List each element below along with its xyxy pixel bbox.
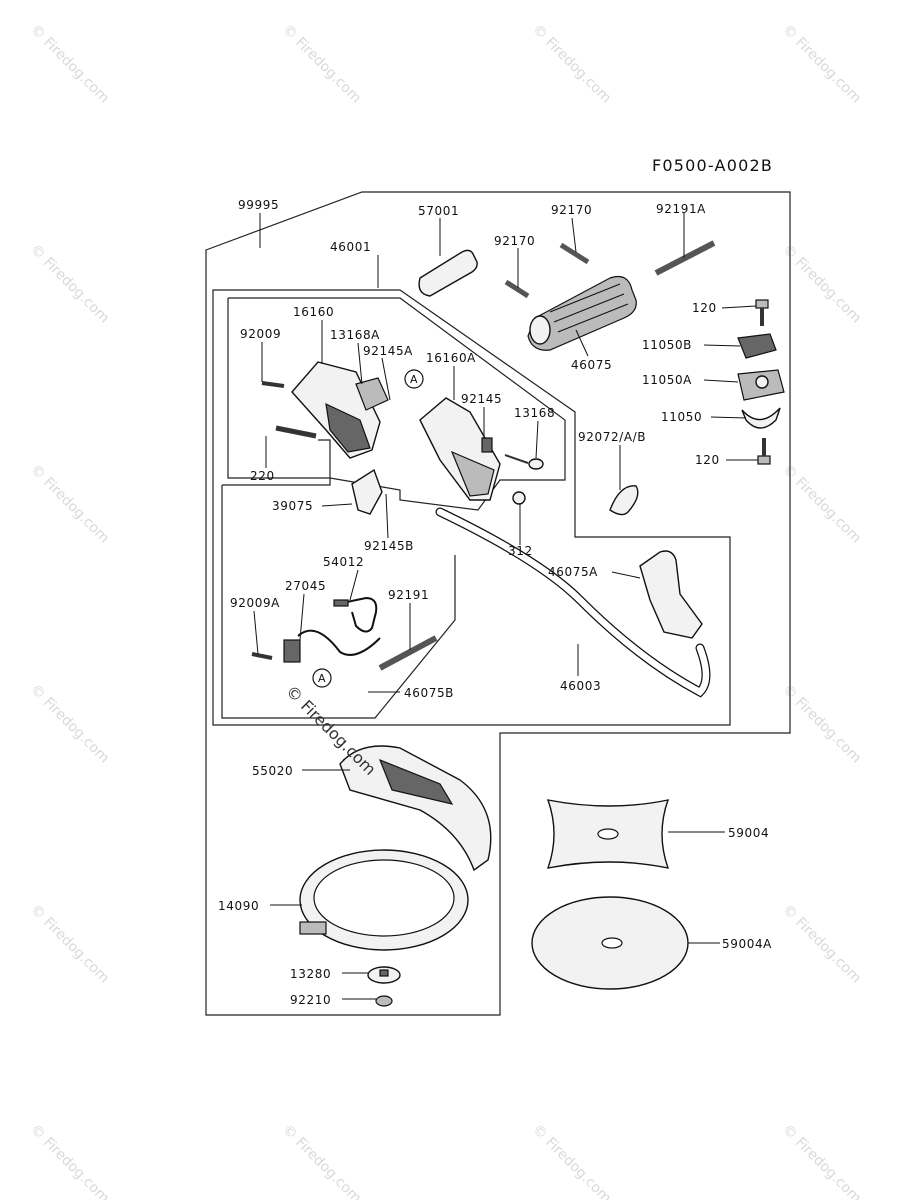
label-46075: 46075 <box>571 358 612 372</box>
label-92210: 92210 <box>290 993 331 1007</box>
lever-39075 <box>351 468 383 515</box>
watermark: © Firedog.com <box>279 1122 364 1200</box>
nut-312 <box>512 491 526 505</box>
label-39075: 39075 <box>272 499 313 513</box>
watermark: © Firedog.com <box>27 462 112 547</box>
watermark: © Firedog.com <box>779 462 864 547</box>
label-57001: 57001 <box>418 204 459 218</box>
label-92170: 92170 <box>494 234 535 248</box>
label-92145A: 92145A <box>363 344 413 358</box>
part-13168A <box>355 377 389 411</box>
screw-92009 <box>261 381 285 388</box>
ref-marker-label: A <box>318 672 326 685</box>
switch-wire-27045 <box>283 629 381 663</box>
label-46075B: 46075B <box>404 686 454 700</box>
label-92191: 92191 <box>388 588 429 602</box>
watermark: © Firedog.com <box>779 682 864 767</box>
blade-59004 <box>546 799 670 869</box>
leader-lines <box>253 213 758 1000</box>
inline-watermark: © Firedog.com <box>282 681 380 779</box>
pin-92170-a <box>559 242 590 265</box>
label-13168A: 13168A <box>330 328 380 342</box>
part-labels: 99995 57001 92170 92170 92191A 46001 161… <box>218 198 772 1007</box>
clamp-11050B <box>737 333 777 359</box>
cable-54012 <box>333 596 378 633</box>
handlebar-46003 <box>435 507 711 698</box>
watermark: © Firedog.com <box>779 902 864 987</box>
ref-marker-label: A <box>410 373 418 386</box>
cup-13280 <box>367 966 401 984</box>
clamp-11050 <box>741 407 781 429</box>
label-54012: 54012 <box>323 555 364 569</box>
label-120: 120 <box>692 301 717 315</box>
label-92009: 92009 <box>240 327 281 341</box>
housing-16160A <box>419 397 501 501</box>
bolt-220 <box>275 425 317 439</box>
watermark: © Firedog.com <box>529 22 614 107</box>
label-92072: 92072/A/B <box>578 430 646 444</box>
label-46075A: 46075A <box>548 565 598 579</box>
ref-marker-a-top: A <box>404 369 424 389</box>
bolt-92191A <box>654 240 716 276</box>
watermark: © Firedog.com <box>779 1122 864 1200</box>
part-13168 <box>504 454 544 470</box>
bolt-92191 <box>378 635 438 671</box>
label-92145B: 92145B <box>364 539 414 553</box>
ref-marker-a-bottom: A <box>312 668 332 688</box>
plug-57001 <box>418 249 478 297</box>
harness-subassembly-boundary <box>221 439 456 719</box>
band-92072 <box>609 485 639 516</box>
handle-assembly-boundary <box>212 289 731 726</box>
label-92145: 92145 <box>461 392 502 406</box>
label-13280: 13280 <box>290 967 331 981</box>
watermark: © Firedog.com <box>779 242 864 327</box>
pin-92170-b <box>504 279 530 299</box>
label-14090: 14090 <box>218 899 259 913</box>
label-92170: 92170 <box>551 203 592 217</box>
watermark: © Firedog.com <box>279 22 364 107</box>
label-59004A: 59004A <box>722 937 772 951</box>
screw-92009A <box>251 652 273 660</box>
kit-boundary <box>205 191 791 1016</box>
label-16160: 16160 <box>293 305 334 319</box>
label-13168: 13168 <box>514 406 555 420</box>
label-46003: 46003 <box>560 679 601 693</box>
label-27045: 27045 <box>285 579 326 593</box>
label-120: 120 <box>695 453 720 467</box>
label-92191A: 92191A <box>656 202 706 216</box>
watermark: © Firedog.com <box>27 1122 112 1200</box>
label-220: 220 <box>250 469 275 483</box>
blade-59004A <box>531 896 689 990</box>
watermark: © Firedog.com <box>27 242 112 327</box>
label-99995: 99995 <box>238 198 279 212</box>
bolt-120-top <box>755 299 769 326</box>
label-312: 312 <box>508 544 533 558</box>
watermark: © Firedog.com <box>27 902 112 987</box>
clamp-11050A <box>737 369 785 401</box>
grip-46075A <box>639 550 703 639</box>
watermark: © Firedog.com <box>27 22 112 107</box>
label-11050B: 11050B <box>642 338 692 352</box>
label-11050A: 11050A <box>642 373 692 387</box>
label-92009A: 92009A <box>230 596 280 610</box>
guard-55020 <box>339 745 492 872</box>
diagram-code: F0500-A002B <box>652 156 773 175</box>
watermark: © Firedog.com <box>779 22 864 107</box>
label-55020: 55020 <box>252 764 293 778</box>
label-46001: 46001 <box>330 240 371 254</box>
label-59004: 59004 <box>728 826 769 840</box>
ring-14090 <box>299 849 469 951</box>
watermark-grid: © Firedog.com © Firedog.com © Firedog.co… <box>27 22 864 1200</box>
label-16160A: 16160A <box>426 351 476 365</box>
grip-subassembly-boundary <box>227 297 566 511</box>
watermark: © Firedog.com <box>27 682 112 767</box>
nut-92210 <box>375 995 393 1007</box>
label-11050: 11050 <box>661 410 702 424</box>
spring-92145 <box>481 437 493 453</box>
watermark: © Firedog.com <box>529 1122 614 1200</box>
bolt-120-bottom <box>757 438 771 465</box>
grip-46075 <box>527 275 637 351</box>
